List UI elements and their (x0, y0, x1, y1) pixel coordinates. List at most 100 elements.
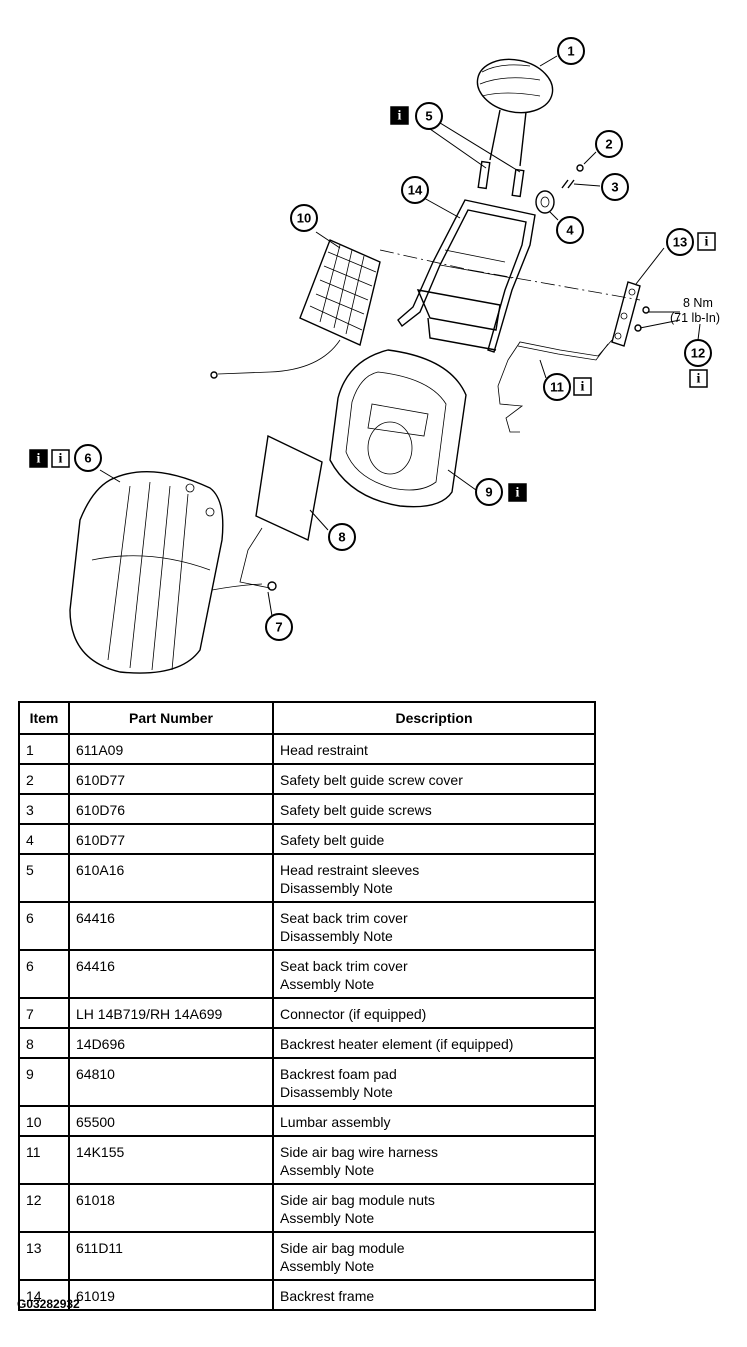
cell-item: 4 (18, 823, 70, 855)
description-text: Seat back trim cover (280, 958, 408, 974)
description-text: Side air bag module (280, 1240, 405, 1256)
cell-part-number: 61019 (68, 1279, 274, 1311)
torque-imperial: (71 lb-In) (670, 311, 720, 325)
note-text[interactable]: Assembly Note (280, 1162, 375, 1178)
description-text: Safety belt guide screw cover (280, 772, 463, 788)
cell-part-number: 64810 (68, 1057, 274, 1107)
info-icon-outline: i (697, 232, 716, 251)
head-restraint-drawing (476, 58, 554, 167)
svg-text:1: 1 (567, 44, 574, 59)
info-icon-filled: i (508, 483, 527, 502)
leader-lines (99, 55, 701, 617)
cell-part-number: 611D11 (68, 1231, 274, 1281)
callout-6: 6 (74, 444, 102, 472)
seat-back-trim-cover-drawing (69, 471, 263, 674)
svg-text:9: 9 (485, 485, 492, 500)
cell-part-number: 611A09 (68, 733, 274, 765)
description-text: Backrest foam pad (280, 1066, 397, 1082)
cell-part-number: 14D696 (68, 1027, 274, 1059)
callout-10: 10 (290, 204, 318, 232)
cell-item: 14 (18, 1279, 70, 1311)
note-text[interactable]: Disassembly Note (280, 880, 393, 896)
svg-text:8: 8 (338, 530, 345, 545)
note-text[interactable]: Assembly Note (280, 976, 375, 992)
backrest-heater-element-drawing (239, 434, 323, 591)
svg-text:3: 3 (611, 180, 618, 195)
side-airbag-module-drawing (611, 281, 650, 347)
table-header-row: Item Part Number Description (18, 701, 596, 735)
note-text[interactable]: Disassembly Note (280, 928, 393, 944)
cell-part-number: 64416 (68, 949, 274, 999)
belt-guide-hardware-drawing (535, 164, 584, 214)
cell-description: Backrest heater element (if equipped) (272, 1027, 596, 1059)
torque-value: 8 Nm (683, 296, 713, 310)
svg-text:10: 10 (297, 211, 311, 226)
description-text: Safety belt guide screws (280, 802, 432, 818)
header-part-number: Part Number (68, 701, 274, 735)
description-text: Head restraint (280, 742, 368, 758)
note-text[interactable]: Assembly Note (280, 1258, 375, 1274)
exploded-view-diagram: 1 2 3 4 5 6 7 8 9 10 11 12 13 14 i i i i… (29, 37, 720, 674)
cell-item: 13 (18, 1231, 70, 1281)
callout-7: 7 (265, 613, 293, 641)
description-text: Connector (if equipped) (280, 1006, 427, 1022)
callout-5: 5 (415, 102, 443, 130)
callout-2: 2 (595, 130, 623, 158)
description-text: Seat back trim cover (280, 910, 408, 926)
head-restraint-sleeves-drawing (477, 160, 525, 198)
cell-part-number: LH 14B719/RH 14A699 (68, 997, 274, 1029)
callout-3: 3 (601, 173, 629, 201)
note-text[interactable]: Disassembly Note (280, 1084, 393, 1100)
cell-part-number: 14K155 (68, 1135, 274, 1185)
cell-item: 5 (18, 853, 70, 903)
figure-id: G03282932 (17, 1297, 80, 1311)
header-description: Description (272, 701, 596, 735)
header-item: Item (18, 701, 70, 735)
info-icon-filled: i (29, 449, 48, 468)
cell-item: 12 (18, 1183, 70, 1233)
svg-text:6: 6 (84, 451, 91, 466)
description-text: Side air bag module nuts (280, 1192, 435, 1208)
svg-text:i: i (705, 235, 709, 250)
lumbar-assembly-drawing (210, 239, 381, 379)
cell-item: 6 (18, 901, 70, 951)
backrest-foam-pad-drawing (329, 349, 467, 508)
svg-text:i: i (581, 380, 585, 395)
cell-description: Safety belt guide screws (272, 793, 596, 825)
info-icon-outline: i (573, 377, 592, 396)
callout-13: 13 (666, 228, 694, 256)
description-text: Lumbar assembly (280, 1114, 391, 1130)
description-text: Head restraint sleeves (280, 862, 420, 878)
cell-item: 10 (18, 1105, 70, 1137)
cell-part-number: 610D76 (68, 793, 274, 825)
cell-item: 11 (18, 1135, 70, 1185)
svg-text:13: 13 (673, 235, 687, 250)
description-text: Backrest frame (280, 1288, 375, 1304)
cell-description: Safety belt guide (272, 823, 596, 855)
cell-item: 8 (18, 1027, 70, 1059)
svg-text:12: 12 (691, 346, 705, 361)
callout-11: 11 (543, 373, 571, 401)
side-airbag-wire-harness-drawing (497, 339, 613, 433)
svg-text:i: i (37, 452, 41, 467)
note-text[interactable]: Assembly Note (280, 1210, 375, 1226)
callout-1: 1 (557, 37, 585, 65)
cell-item: 1 (18, 733, 70, 765)
